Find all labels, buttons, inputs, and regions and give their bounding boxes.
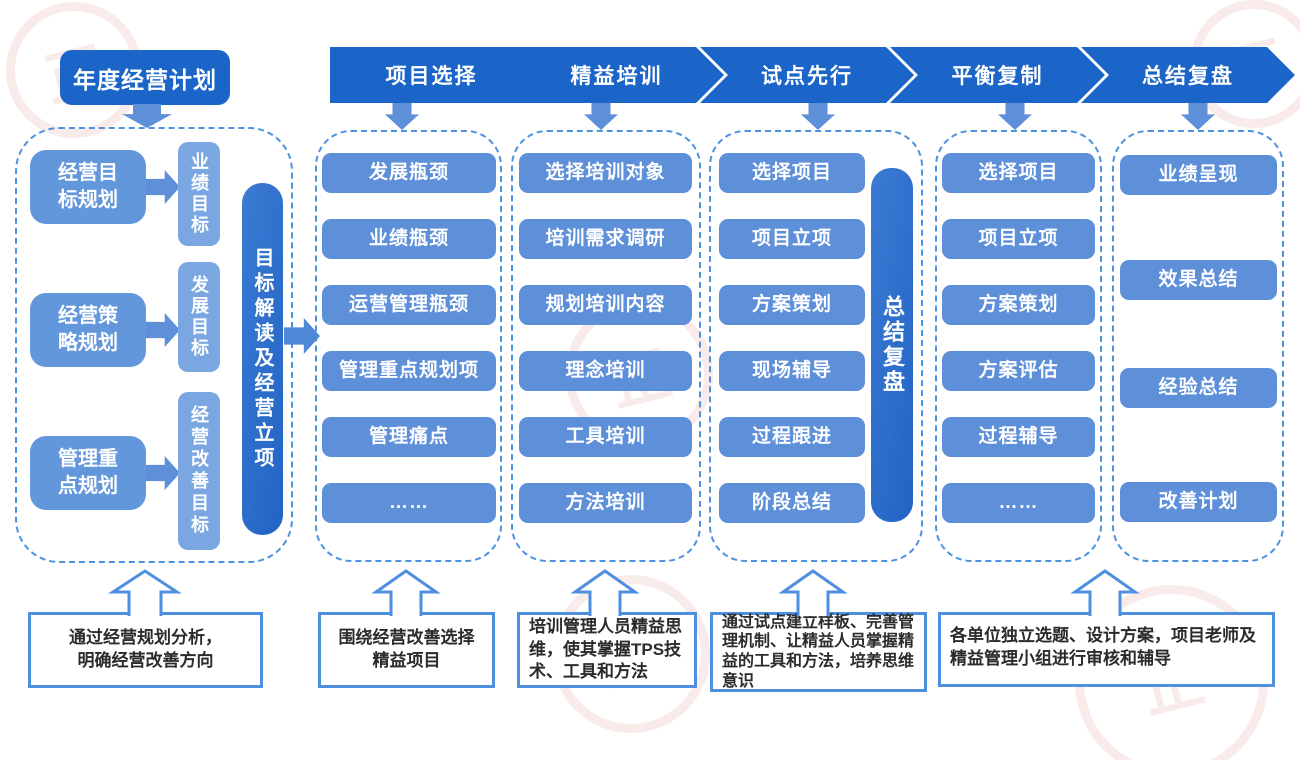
note-box: 围绕经营改善选择 精益项目 xyxy=(318,612,495,688)
step-item: 选择项目 xyxy=(719,153,865,193)
arrow-down-icon xyxy=(998,103,1032,130)
phase-chevron-3: 试点先行 xyxy=(700,47,914,103)
step-item: 过程跟进 xyxy=(719,417,865,457)
phase-chevron-5: 总结复盘 xyxy=(1081,47,1295,103)
panel-lean-training xyxy=(511,130,701,562)
phase-chevron-4: 平衡复制 xyxy=(890,47,1105,103)
goal-interpretation-bar: 目标解读及经营立项 xyxy=(242,183,283,535)
step-item: 规划培训内容 xyxy=(519,285,692,325)
step-item: 培训需求调研 xyxy=(519,219,692,259)
planning-target-box: 经营改善目标 xyxy=(178,392,220,550)
step-item: 发展瓶颈 xyxy=(322,153,496,193)
arrow-up-icon xyxy=(1070,569,1140,616)
step-item: 阶段总结 xyxy=(719,483,865,523)
step-item: 工具培训 xyxy=(519,417,692,457)
planning-source-box: 经营策略规划 xyxy=(30,293,146,367)
note-box: 各单位独立选题、设计方案，项目老师及精益管理小组进行审核和辅导 xyxy=(938,612,1275,687)
summary-review-bar: 总结复盘 xyxy=(871,168,913,522)
step-item: 运营管理瓶颈 xyxy=(322,285,496,325)
annual-plan-node: 年度经营计划 xyxy=(60,50,230,105)
arrow-down-icon xyxy=(584,103,618,130)
step-item: 业绩呈现 xyxy=(1120,155,1277,195)
step-item: …… xyxy=(942,483,1095,523)
panel-review xyxy=(1112,130,1284,562)
arrow-down-icon xyxy=(801,103,835,130)
step-item: 选择项目 xyxy=(942,153,1095,193)
step-item: 经验总结 xyxy=(1120,368,1277,408)
step-item: 方案评估 xyxy=(942,351,1095,391)
step-item: 管理痛点 xyxy=(322,417,496,457)
arrow-down-icon xyxy=(122,104,172,128)
arrow-down-icon xyxy=(385,103,419,130)
panel-replication xyxy=(935,130,1102,562)
step-item: 方案策划 xyxy=(942,285,1095,325)
note-box: 通过试点建立样板、完善管理机制、让精益人员掌握精益的工具和方法，培养思维意识 xyxy=(710,612,927,692)
phase-chevron-2: 精益培训 xyxy=(509,47,724,103)
step-item: 业绩瓶颈 xyxy=(322,219,496,259)
arrow-up-icon xyxy=(778,569,848,616)
arrow-up-icon xyxy=(371,569,441,616)
panel-planning xyxy=(15,127,293,563)
planning-target-box: 业绩目标 xyxy=(178,142,220,246)
step-item: 过程辅导 xyxy=(942,417,1095,457)
note-box: 通过经营规划分析， 明确经营改善方向 xyxy=(28,612,263,688)
step-item: 理念培训 xyxy=(519,351,692,391)
planning-source-box: 经营目标规划 xyxy=(30,150,146,224)
step-item: 管理重点规划项 xyxy=(322,351,496,391)
step-item: 项目立项 xyxy=(719,219,865,259)
step-item: …… xyxy=(322,483,496,523)
planning-target-box: 发展目标 xyxy=(178,262,220,372)
note-box: 培训管理人员精益思维，使其掌握TPS技术、工具和方法 xyxy=(517,612,697,688)
arrow-up-icon xyxy=(107,569,183,616)
arrow-down-icon xyxy=(1181,103,1215,130)
step-item: 项目立项 xyxy=(942,219,1095,259)
step-item: 选择培训对象 xyxy=(519,153,692,193)
panel-project-selection xyxy=(315,130,502,562)
panel-pilot-first xyxy=(709,130,923,562)
step-item: 改善计划 xyxy=(1120,482,1277,522)
planning-source-box: 管理重点规划 xyxy=(30,436,146,510)
step-item: 方案策划 xyxy=(719,285,865,325)
step-item: 现场辅导 xyxy=(719,351,865,391)
step-item: 方法培训 xyxy=(519,483,692,523)
arrow-up-icon xyxy=(570,569,640,616)
step-item: 效果总结 xyxy=(1120,260,1277,300)
